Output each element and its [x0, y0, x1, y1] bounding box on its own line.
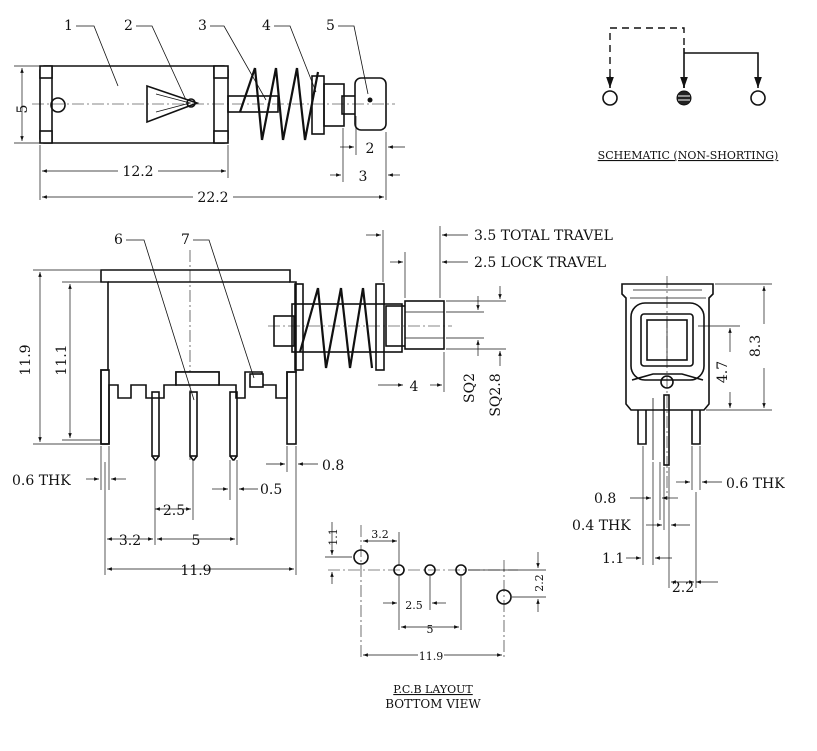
dim-end-thk-0-6: 0.6 THK: [726, 476, 785, 492]
top-body: [39, 65, 229, 144]
callout-4: 4: [262, 18, 271, 34]
dim-end-8-3: 8.3: [748, 335, 764, 357]
pcb-dim-2-2: 2.2: [533, 574, 546, 592]
dim-height-11-9: 11.9: [18, 344, 34, 375]
pcb-dim-2-5: 2.5: [405, 599, 423, 612]
dim-pitch-3-2: 3.2: [119, 533, 141, 549]
schematic-terminal-common: [676, 90, 692, 106]
callout-1: 1: [64, 18, 73, 34]
end-body: [621, 276, 714, 500]
callout-7: 7: [181, 232, 190, 248]
dim-pin-0-5: 0.5: [260, 482, 282, 498]
dim-pin-0-8: 0.8: [322, 458, 344, 474]
end-pins: [637, 394, 701, 466]
dim-height-11-1: 11.1: [54, 344, 70, 375]
pcb-dim-3-2: 3.2: [371, 528, 389, 541]
pcb-title: P.C.B LAYOUT: [393, 683, 473, 696]
dim-sq2-8: SQ2.8: [488, 373, 504, 416]
dim-total-22-2: 22.2: [197, 190, 228, 206]
schematic-caption: SCHEMATIC (NON-SHORTING): [598, 149, 779, 162]
dim-4: 4: [410, 379, 419, 395]
dim-end-4-7: 4.7: [715, 361, 731, 383]
callout-6: 6: [114, 232, 123, 248]
side-slider-base: [175, 371, 220, 386]
dim-cap-3: 3: [359, 169, 368, 185]
side-pins: [100, 369, 297, 461]
callouts-top: 1 2 3 4 5: [64, 18, 369, 101]
side-actuator: [268, 283, 452, 371]
schematic-terminal-right: [750, 90, 766, 106]
pcb-dim-11-9: 11.9: [419, 650, 444, 663]
dim-sq2: SQ2: [462, 373, 478, 403]
dim-end-thk-0-4: 0.4 THK: [572, 518, 631, 534]
callout-2: 2: [124, 18, 133, 34]
dim-end-0-8: 0.8: [594, 491, 616, 507]
dim-stem-2: 2: [366, 141, 375, 157]
dim-total-travel: 3.5 TOTAL TRAVEL: [474, 228, 613, 244]
side-view: 3.5 TOTAL TRAVEL 2.5 LOCK TRAVEL SQ2 SQ2…: [12, 226, 613, 579]
dim-height-5: 5: [15, 105, 31, 114]
dim-end-1-1: 1.1: [602, 551, 624, 567]
top-view: 5 12.2 22.2 2 3 1 2 3 4 5: [14, 18, 405, 206]
callout-5: 5: [326, 18, 335, 34]
pcb-layout: 1.1 3.2 2.2 2.5 5 11.9 P.C.B LAYOUT BOTT…: [325, 522, 546, 711]
pcb-dim-5: 5: [427, 623, 434, 636]
dim-pitch-2-5: 2.5: [163, 503, 185, 519]
pcb-dim-1-1: 1.1: [327, 528, 340, 546]
end-view: 8.3 4.7 0.6 THK 0.8 0.4 THK 1.1 2.2: [572, 276, 785, 596]
schematic-terminal-left: [602, 90, 618, 106]
side-part-7-block: [249, 373, 264, 388]
dim-body-12-2: 12.2: [122, 164, 153, 180]
dim-end-2-2: 2.2: [672, 580, 694, 596]
dim-span-11-9: 11.9: [180, 563, 211, 579]
callout-3: 3: [198, 18, 207, 34]
schematic: SCHEMATIC (NON-SHORTING): [598, 27, 779, 162]
dim-pitch-5: 5: [192, 533, 201, 549]
pcb-subtitle: BOTTOM VIEW: [385, 697, 481, 711]
dim-pin-thk-0-6: 0.6 THK: [12, 473, 71, 489]
dim-lock-travel: 2.5 LOCK TRAVEL: [474, 255, 606, 271]
top-shaft: [311, 75, 357, 135]
side-body: [100, 250, 297, 460]
